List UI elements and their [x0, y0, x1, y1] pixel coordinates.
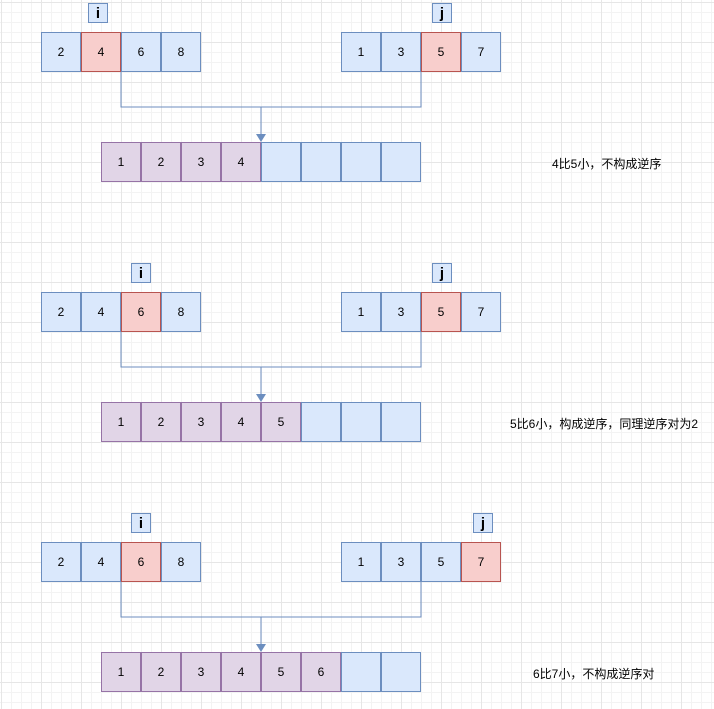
- merged-array-cell: 3: [181, 652, 221, 692]
- merged-array-cell: [381, 142, 421, 182]
- merged-array-cell: [341, 402, 381, 442]
- merged-array-cell: 1: [101, 142, 141, 182]
- left-array-cell: 2: [41, 32, 81, 72]
- right-array-cell: 7: [461, 32, 501, 72]
- merged-array-cell: [301, 142, 341, 182]
- pointer-i: i: [88, 3, 108, 23]
- merged-array-cell: [381, 652, 421, 692]
- left-array-cell: 4: [81, 292, 121, 332]
- merged-array-cell: [301, 402, 341, 442]
- left-array-cell: 4: [81, 542, 121, 582]
- right-array-cell: 3: [381, 542, 421, 582]
- left-array-cell: 8: [161, 32, 201, 72]
- merged-array-cell: [381, 402, 421, 442]
- right-array-cell: 5: [421, 542, 461, 582]
- step-note: 6比7小，不构成逆序对: [533, 667, 655, 681]
- left-array-cell: 6: [121, 32, 161, 72]
- merged-array-cell: 2: [141, 142, 181, 182]
- left-array-cell: 8: [161, 292, 201, 332]
- right-array-cell: 1: [341, 32, 381, 72]
- merged-array-cell: 5: [261, 402, 301, 442]
- merged-array-cell: 6: [301, 652, 341, 692]
- left-array-cell: 6: [121, 542, 161, 582]
- merged-array-cell: 4: [221, 652, 261, 692]
- right-array-cell: 1: [341, 292, 381, 332]
- left-array-cell: 4: [81, 32, 121, 72]
- right-array-cell: 3: [381, 292, 421, 332]
- pointer-j: j: [432, 263, 452, 283]
- merged-array-cell: 2: [141, 402, 181, 442]
- pointer-i: i: [131, 263, 151, 283]
- merged-array-cell: [261, 142, 301, 182]
- right-array-cell: 1: [341, 542, 381, 582]
- pointer-j: j: [432, 3, 452, 23]
- right-array-cell: 5: [421, 32, 461, 72]
- left-array-cell: 8: [161, 542, 201, 582]
- step-note: 4比5小，不构成逆序: [552, 157, 662, 171]
- merged-array-cell: 4: [221, 142, 261, 182]
- merged-array-cell: [341, 142, 381, 182]
- merged-array-cell: 1: [101, 652, 141, 692]
- left-array-cell: 6: [121, 292, 161, 332]
- right-array-cell: 7: [461, 292, 501, 332]
- merged-array-cell: 3: [181, 142, 221, 182]
- merged-array-cell: [341, 652, 381, 692]
- left-array-cell: 2: [41, 292, 81, 332]
- merged-array-cell: 1: [101, 402, 141, 442]
- right-array-cell: 7: [461, 542, 501, 582]
- merged-array-cell: 2: [141, 652, 181, 692]
- pointer-j: j: [473, 513, 493, 533]
- merged-array-cell: 4: [221, 402, 261, 442]
- step-note: 5比6小，构成逆序，同理逆序对为2: [510, 417, 699, 431]
- right-array-cell: 5: [421, 292, 461, 332]
- merged-array-cell: 5: [261, 652, 301, 692]
- pointer-i: i: [131, 513, 151, 533]
- left-array-cell: 2: [41, 542, 81, 582]
- merged-array-cell: 3: [181, 402, 221, 442]
- right-array-cell: 3: [381, 32, 421, 72]
